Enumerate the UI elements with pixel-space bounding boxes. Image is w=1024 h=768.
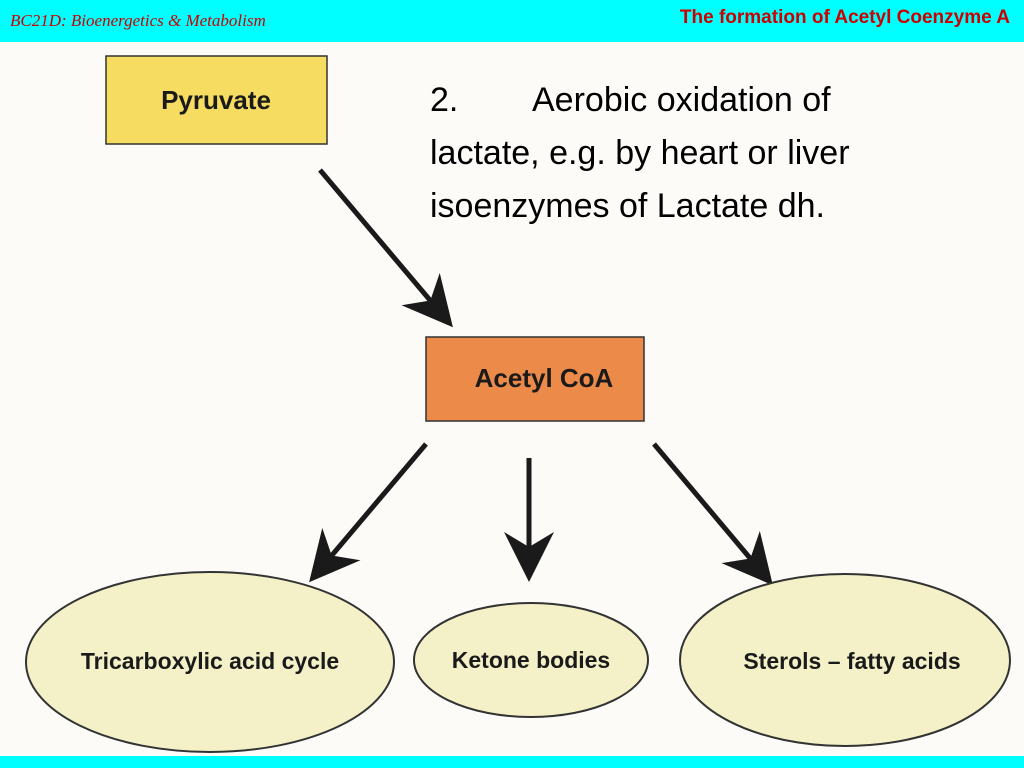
pyruvate-label: Pyruvate [161, 85, 271, 115]
arrow-acetyl-to-sterols [652, 442, 773, 586]
point-line-1: 2. Aerobic oxidation of [430, 74, 1010, 127]
sterols-ellipse [679, 573, 1011, 747]
pyruvate-box [105, 55, 328, 145]
acetyl-coa-label: Acetyl CoA [475, 363, 614, 393]
course-title: BC21D: Bioenergetics & Metabolism [10, 11, 266, 30]
ketone-ellipse [413, 602, 649, 718]
point-line-2: lactate, e.g. by heart or liver [430, 134, 850, 172]
point-number: 2. [430, 81, 459, 119]
tca-ellipse [25, 571, 395, 753]
ketone-label: Ketone bodies [452, 647, 610, 673]
point-text: 2. Aerobic oxidation of lactate, e.g. by … [430, 74, 1010, 233]
tca-label: Tricarboxylic acid cycle [81, 648, 339, 674]
footer-bar [0, 756, 1024, 768]
sterols-label: Sterols – fatty acids [743, 648, 960, 674]
header-bar [0, 0, 1024, 42]
point-line-3: isoenzymes of Lactate dh. [430, 187, 826, 225]
point-text-line1: Aerobic oxidation of [532, 81, 831, 119]
arrow-pyruvate-to-acetyl [318, 168, 453, 328]
acetyl-coa-box [425, 336, 645, 422]
slide-title: The formation of Acetyl Coenzyme A [679, 7, 1010, 28]
arrow-acetyl-to-tca [309, 442, 428, 583]
